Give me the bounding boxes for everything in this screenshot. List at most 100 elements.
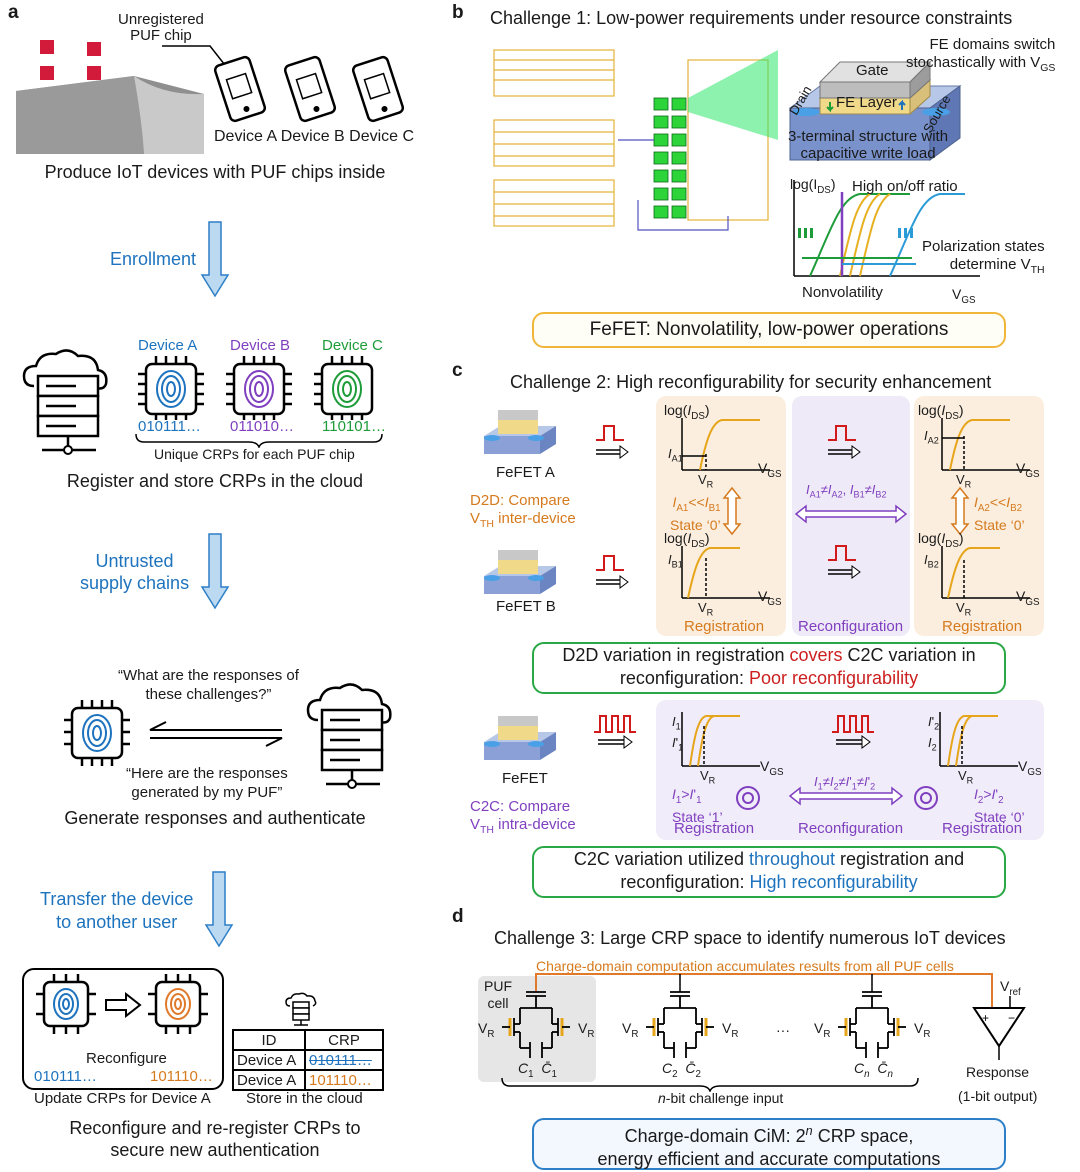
brace-nbit (501, 1077, 919, 1092)
table-header-id: ID (232, 1029, 306, 1051)
fefet-a-label: FeFET A (496, 464, 555, 481)
vgs-c6: VGS (1018, 758, 1042, 778)
c2c-label: C2C: Compare VTH intra-device (470, 798, 576, 836)
c2c-neq: I1≠I2≠I'1≠I'2 (814, 774, 876, 792)
iv-curves-b (793, 180, 980, 277)
down-arrow-2 (200, 533, 230, 610)
table-cell: Device A (232, 1069, 306, 1091)
cloud-server-icon (22, 349, 108, 455)
down-arrow-3 (204, 871, 234, 948)
cim-summary-box: Charge-domain CiM: 2n CRP space, energy … (532, 1118, 1006, 1170)
pulse-arrows-c (596, 425, 861, 589)
code-a: 010111… (138, 418, 201, 435)
vr-c2: VR (956, 472, 972, 490)
panel-d-letter: d (452, 906, 464, 927)
vgs-c4: VGS (1016, 588, 1040, 608)
c2c-graphics (594, 712, 1018, 810)
dots-label: ··· (776, 1022, 790, 1038)
reconfiguration-label-1: Reconfiguration (798, 618, 904, 635)
store-caption: Store in the cloud (246, 1090, 363, 1107)
code-b: 011010… (230, 418, 294, 435)
vr-d1: VR (478, 1020, 495, 1040)
logids-c1: log(IDS) (664, 402, 710, 422)
table-cell: Device A (232, 1049, 306, 1071)
registration-region-left (656, 396, 786, 636)
chip-icon-auth (64, 700, 130, 766)
brace-unique (135, 433, 383, 448)
logids-c4: log(IDS) (918, 530, 964, 550)
vr-d6: VR (914, 1020, 931, 1040)
generate-caption: Generate responses and authenticate (64, 808, 366, 828)
reconfigure-label: Reconfigure (86, 1050, 167, 1067)
reconfigure-chips (36, 974, 208, 1034)
exchange-arrows (149, 721, 283, 747)
vgs-c2: VGS (1016, 460, 1040, 480)
fefet-a-icon (484, 410, 556, 454)
vgs-c3: VGS (758, 588, 782, 608)
c1-labels: C1 C̄1 (518, 1060, 557, 1080)
registration-label-1: Registration (684, 618, 765, 635)
device-a-label: Device A (138, 337, 198, 354)
puf-cell-shade (478, 976, 596, 1082)
c2c-conclusion-box: C2C variation utilized throughout regist… (532, 846, 1006, 898)
vr-c4: VR (956, 600, 972, 618)
table-cell: 101110… (304, 1069, 384, 1091)
vgs-c5: VGS (760, 758, 784, 778)
vr-c5: VR (700, 768, 716, 786)
ib2-label: IB2 (924, 552, 939, 570)
reconfigure-box (22, 968, 224, 1090)
onebit-label: (1-bit output) (958, 1088, 1038, 1104)
factory-illustration (16, 40, 204, 154)
ib1-label: IB1 (668, 552, 683, 570)
vref-label: Vref (1000, 978, 1021, 998)
fefet-summary-box: FeFET: Nonvolatility, low-power operatio… (532, 312, 1006, 348)
vgs-label-b: VGS (952, 286, 976, 306)
panel-b-letter: b (452, 2, 464, 23)
panel-c-title: Challenge 2: High reconfigurability for … (510, 372, 992, 392)
crp-table: ID CRP Device A 010111… Device A 101110… (232, 1029, 384, 1091)
fe-layer-label: FE Layer (836, 94, 897, 111)
ia1-label: IA1 (668, 446, 683, 464)
fe-switch-label: FE domains switch stochastically with VG… (906, 36, 1056, 74)
code-c: 110101… (322, 418, 386, 435)
vr-d2: VR (578, 1020, 595, 1040)
down-arrow-1 (200, 221, 230, 298)
cloud-server-icon-2 (306, 683, 392, 789)
ia2-label: IA2 (924, 428, 939, 446)
unique-caption: Unique CRPs for each PUF chip (154, 446, 355, 462)
device-c-label: Device C (322, 337, 383, 354)
reconfiguration-label-2: Reconfiguration (798, 820, 904, 837)
fefet-c2c-icon (484, 716, 556, 760)
table-header-crp: CRP (304, 1029, 384, 1051)
produce-caption: Produce IoT devices with PUF chips insid… (44, 162, 386, 182)
logids-c2: log(IDS) (918, 402, 964, 422)
charge-label: Charge-domain computation accumulates re… (536, 958, 954, 974)
vr-d5: VR (814, 1020, 831, 1040)
register-caption: Register and store CRPs in the cloud (66, 471, 364, 491)
polarization-label: Polarization states determine VTH (922, 238, 1045, 276)
registration-label-2: Registration (942, 618, 1023, 635)
registration-region-right (914, 396, 1044, 636)
logids-c3: log(IDS) (664, 530, 710, 550)
d2d-label: D2D: Compare VTH inter-device (470, 492, 576, 530)
cn-labels: Cn C̄n (854, 1060, 893, 1080)
vr-c1: VR (698, 472, 714, 490)
vr-c6: VR (958, 768, 974, 786)
high-onoff-label: High on/off ratio (852, 178, 958, 195)
d2d-conclusion-box: D2D variation in registration covers C2C… (532, 642, 1006, 694)
cloud-small-icon (285, 992, 317, 1026)
response-label: Response (966, 1064, 1030, 1080)
nonvolatility-label: Nonvolatility (802, 284, 883, 301)
iv-mini-plots-d2d (681, 418, 1030, 599)
